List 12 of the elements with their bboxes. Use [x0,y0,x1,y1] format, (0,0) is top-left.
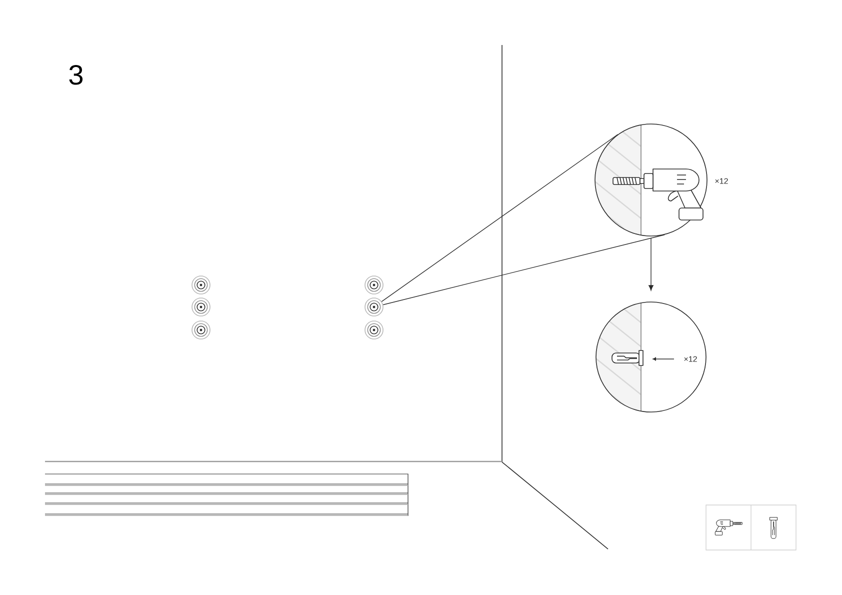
hole-marker [192,320,210,340]
quantity-label: ×12 [715,178,728,184]
hole-marker [364,276,384,294]
arrow [648,238,654,291]
hole-marker [364,298,384,316]
quantity-label: ×12 [684,356,697,362]
step-number: 3 [69,64,83,85]
leader-line [382,234,665,306]
hole-marker [192,276,210,294]
leader-line [381,134,618,302]
hole-marker [192,298,210,316]
hole-marker [364,320,384,340]
